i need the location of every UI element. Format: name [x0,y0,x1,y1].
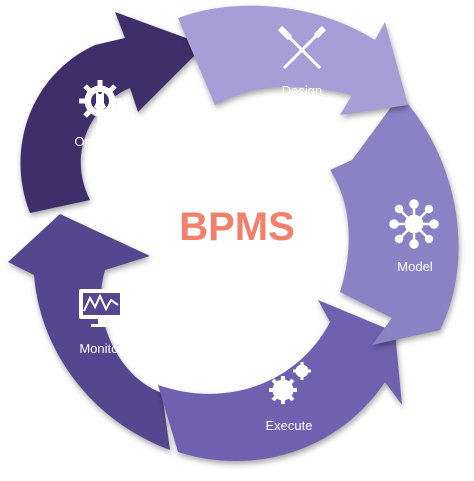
execute-stage: Execute [266,362,313,433]
gear-wrench-icon [79,80,121,122]
monitor-arrow [8,214,170,450]
monitor-stage: Monitor [79,289,124,356]
ruler-pencil-icon [277,25,327,70]
network-hub-icon [389,199,439,249]
model-stage: Model [389,199,439,274]
execute-label: Execute [266,418,313,433]
optimize-stage: Optimize [74,80,126,149]
gears-icon [269,362,311,404]
monitor-chart-icon [79,289,124,327]
center-title: BPMS [179,205,295,249]
optimize-arrow [20,12,205,213]
monitor-label: Monitor [79,341,123,356]
design-label: Design [282,83,322,98]
design-stage: Design [277,25,327,98]
optimize-label: Optimize [74,134,125,149]
model-label: Model [397,259,433,274]
